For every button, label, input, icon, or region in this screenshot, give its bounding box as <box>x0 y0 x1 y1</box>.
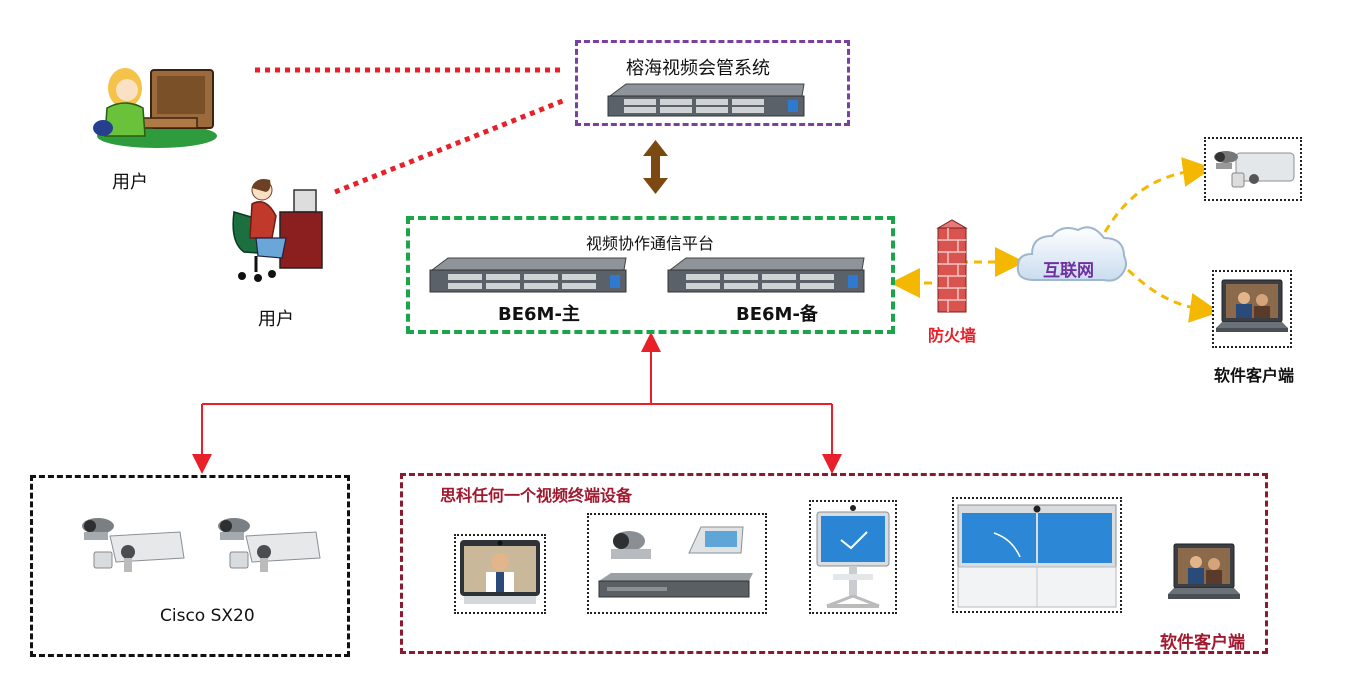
codec-endpoint-frame <box>587 513 767 614</box>
remote-laptop-frame <box>1212 270 1292 348</box>
sx20-group-label: Cisco SX20 <box>160 606 255 626</box>
desk-endpoint-icon <box>460 540 540 604</box>
be6m-primary-label: BE6M-主 <box>498 304 580 325</box>
sx20-group-box <box>30 475 350 657</box>
sx20-endpoint-icon <box>1214 151 1295 188</box>
user2-link <box>334 97 566 195</box>
management-server-icon <box>607 83 805 117</box>
sx20-unit-2-icon <box>218 518 321 572</box>
desk-endpoint-frame <box>454 534 546 614</box>
mgmt-platform-arrow <box>643 140 668 194</box>
be6m-backup-server-icon <box>667 257 865 293</box>
remote-client-label: 软件客户端 <box>1214 366 1295 385</box>
laptop-icon <box>1216 279 1288 332</box>
sx20-unit-1-icon <box>82 518 185 572</box>
cisco-endpoints-title: 思科任何一个视频终端设备 <box>440 486 633 505</box>
platform-box <box>406 216 895 334</box>
be6m-backup-label: BE6M-备 <box>736 304 818 325</box>
cisco-endpoints-box <box>400 473 1268 654</box>
mx-endpoint-frame <box>809 500 897 614</box>
platform-label: 视频协作通信平台 <box>586 234 715 253</box>
codec-kit-icon <box>598 526 753 598</box>
user-office-icon <box>232 179 323 282</box>
user-desktop-icon <box>93 68 217 148</box>
firewall-label: 防火墙 <box>928 326 977 345</box>
user-label-1: 用户 <box>112 172 148 193</box>
firewall-icon <box>936 219 968 313</box>
cisco-client-label: 软件客户端 <box>1160 633 1245 653</box>
dual-screen-room-icon <box>957 504 1117 608</box>
user-label-2: 用户 <box>258 309 294 330</box>
dual-screen-endpoint-frame <box>952 497 1122 613</box>
management-system-box <box>575 40 850 126</box>
management-system-label: 榕海视频会管系统 <box>626 58 770 79</box>
remote-endpoint-frame <box>1204 137 1302 201</box>
platform-tree-links <box>192 332 842 474</box>
internet-cloud-icon <box>1016 226 1127 282</box>
internet-label: 互联网 <box>1043 261 1094 281</box>
software-client-laptop-icon <box>1168 543 1240 599</box>
be6m-primary-server-icon <box>429 257 627 293</box>
mx-stand-endpoint-icon <box>816 505 890 608</box>
